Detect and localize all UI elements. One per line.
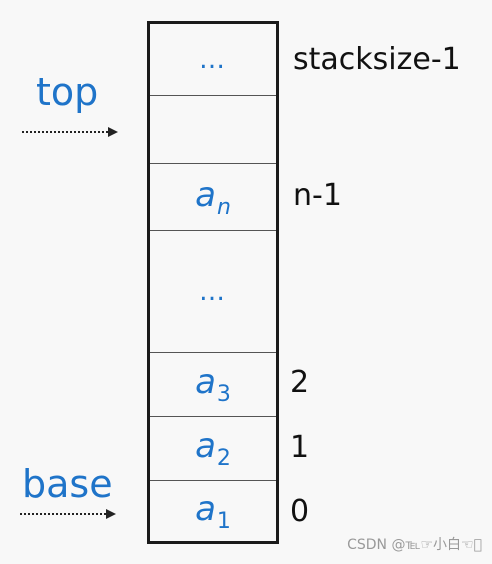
element-label: an xyxy=(195,174,231,220)
stack-cell-top-reserved: … xyxy=(150,24,276,96)
index-n: n-1 xyxy=(293,178,342,213)
element-label: a2 xyxy=(195,426,231,471)
base-arrow-icon xyxy=(20,509,116,519)
element-label: a3 xyxy=(195,362,231,407)
index-2: 2 xyxy=(290,365,310,400)
base-pointer-label: base xyxy=(22,462,113,506)
top-pointer-label: top xyxy=(36,70,99,114)
index-1: 1 xyxy=(290,430,310,465)
stack-cell-a3: a3 xyxy=(150,353,276,417)
top-arrow-icon xyxy=(22,127,118,137)
stack-cell-ellipsis: … xyxy=(150,231,276,353)
watermark: CSDN @℡☞小白☜ͦ xyxy=(347,537,482,553)
stack-diagram: … an … a3 a2 a1 xyxy=(147,21,279,544)
index-stacksize: stacksize-1 xyxy=(293,42,461,77)
stack-cell-a2: a2 xyxy=(150,417,276,481)
stack-cell-empty xyxy=(150,96,276,164)
ellipsis: … xyxy=(199,276,227,307)
stack-cell-a1: a1 xyxy=(150,481,276,541)
stack-cell-an: an xyxy=(150,164,276,231)
ellipsis: … xyxy=(199,44,227,75)
element-label: a1 xyxy=(195,488,231,534)
index-0: 0 xyxy=(290,494,310,529)
